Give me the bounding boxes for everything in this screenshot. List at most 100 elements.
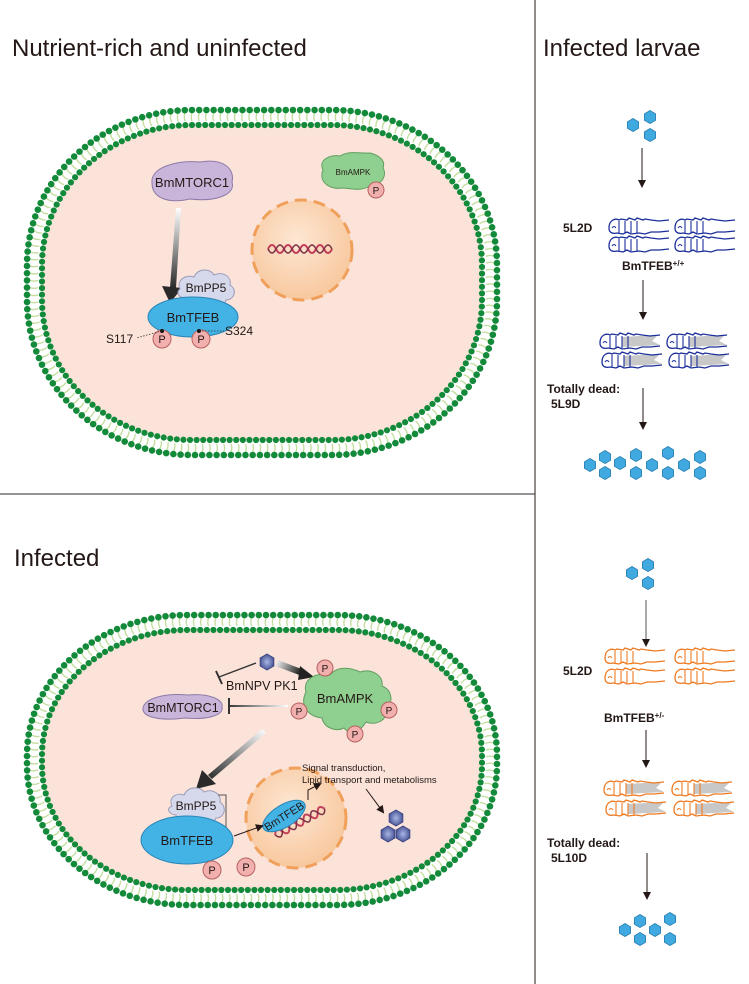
virion-icon [627, 118, 639, 132]
larvae-wildtype-flow: 5L2D BmTFEB+/+ Totally dead: 5L9D [547, 110, 736, 480]
cell-infected: BmTFEB Signal transduction, Lipid transp… [23, 611, 501, 909]
phospho-icon [367, 181, 385, 199]
svg-text:P: P [208, 865, 215, 877]
dead-label: Totally dead: [547, 382, 620, 396]
virion-icon [664, 932, 676, 946]
dead-larva-icon [671, 779, 733, 797]
cell-uninfected: BmMTORC1 BmAMPK P BmPP5 BmTFEB P P [23, 106, 501, 459]
tfeb-label: BmTFEB [167, 310, 220, 325]
virion-icon [649, 923, 661, 937]
transcription-arrow [307, 783, 322, 800]
dead-larva-icon [668, 351, 730, 369]
dead-larva-icon [603, 779, 665, 797]
virion-icon [395, 825, 411, 843]
genotype-label: BmTFEB+/- [604, 711, 665, 726]
virion-icon [646, 458, 658, 472]
dead-time-label: 5L9D [551, 397, 581, 411]
virion-icon [662, 446, 674, 460]
svg-text:P: P [158, 334, 165, 346]
virion-icon [388, 809, 404, 827]
larvae-alive [604, 647, 736, 685]
phospho-icon [316, 659, 334, 677]
dead-larva-icon [666, 332, 728, 350]
virion-icon [599, 466, 611, 480]
cell-membrane [23, 611, 501, 909]
svg-text:P: P [373, 186, 380, 197]
virion-icon [599, 450, 611, 464]
genotype-label: BmTFEB+/+ [622, 259, 685, 274]
svg-text:P: P [242, 862, 249, 874]
ampk-protein: BmAMPK P [321, 152, 385, 199]
virion-icon [584, 458, 596, 472]
virion-icon [662, 466, 674, 480]
phospho-icon [236, 857, 256, 877]
nuclear-translocation-arrow [233, 824, 264, 837]
phospho-icon [290, 702, 308, 720]
virus-progeny [584, 446, 706, 480]
pk1-label: BmNPV PK1 [226, 679, 298, 693]
inhibition-line [218, 662, 257, 678]
dead-label: Totally dead: [547, 836, 620, 850]
virus-progeny [619, 912, 676, 946]
dead-larva-icon [599, 332, 661, 350]
mtorc1-protein: BmMTORC1 [142, 694, 223, 720]
activation-arrow [196, 729, 266, 789]
progeny-virions [380, 809, 411, 843]
virion-icon [619, 923, 631, 937]
svg-text:P: P [322, 664, 329, 675]
activation-arrow [275, 660, 314, 680]
phospho-icon [191, 329, 211, 349]
mtorc1-protein: BmMTORC1 [151, 160, 234, 202]
virion-production-arrow [365, 788, 385, 814]
virion-icon [634, 914, 646, 928]
larvae-alive [608, 217, 736, 253]
larva-icon [608, 235, 670, 253]
virion-icon [642, 576, 654, 590]
virion-icon [630, 466, 642, 480]
virion-icon [694, 466, 706, 480]
larvae-dead [603, 779, 735, 817]
site-label-s117: S117 [106, 332, 133, 346]
activation-arrow [162, 208, 182, 303]
lipid-tails [29, 112, 495, 453]
virus-inoculum [626, 558, 654, 590]
virion-icon [626, 566, 638, 580]
dead-larva-icon [673, 799, 735, 817]
dead-time-label: 5L10D [551, 851, 587, 865]
lipid-heads [23, 106, 501, 459]
larvae-dead [599, 332, 730, 369]
virion-icon [642, 558, 654, 572]
lipid-tails [29, 617, 495, 903]
virion-icon [380, 825, 396, 843]
virion-icon [678, 458, 690, 472]
panel-title-infected-larvae: Infected larvae [543, 35, 700, 62]
dna-helix-icon [267, 244, 333, 254]
larva-icon [674, 217, 736, 235]
svg-text:P: P [386, 706, 393, 717]
svg-text:P: P [352, 730, 359, 741]
cytoplasm [43, 126, 481, 439]
site-label-s324: S324 [225, 324, 253, 338]
panel-title-nutrient-rich: Nutrient-rich and uninfected [12, 35, 307, 62]
tfeb-protein: BmTFEB [140, 815, 234, 865]
larva-icon [674, 235, 736, 253]
svg-text:P: P [197, 334, 204, 346]
tfeb-label: BmTFEB [161, 833, 214, 848]
larva-icon [604, 667, 666, 685]
virion-icon [664, 912, 676, 926]
dead-larva-icon [605, 799, 667, 817]
virus-particle-icon [259, 653, 275, 671]
mtorc1-label: BmMTORC1 [147, 701, 218, 715]
ampk-label: BmAMPK [336, 168, 371, 177]
outcome-line-2: Lipid transport and metabolisms [302, 775, 437, 786]
phospho-icon [380, 701, 398, 719]
svg-text:P: P [296, 707, 303, 718]
panel-title-infected: Infected [14, 545, 99, 572]
stage-label: 5L2D [563, 664, 593, 678]
dead-larva-icon [601, 351, 663, 369]
larva-icon [674, 647, 736, 665]
larva-icon [674, 667, 736, 685]
larva-icon [604, 647, 666, 665]
virion-icon [644, 110, 656, 124]
